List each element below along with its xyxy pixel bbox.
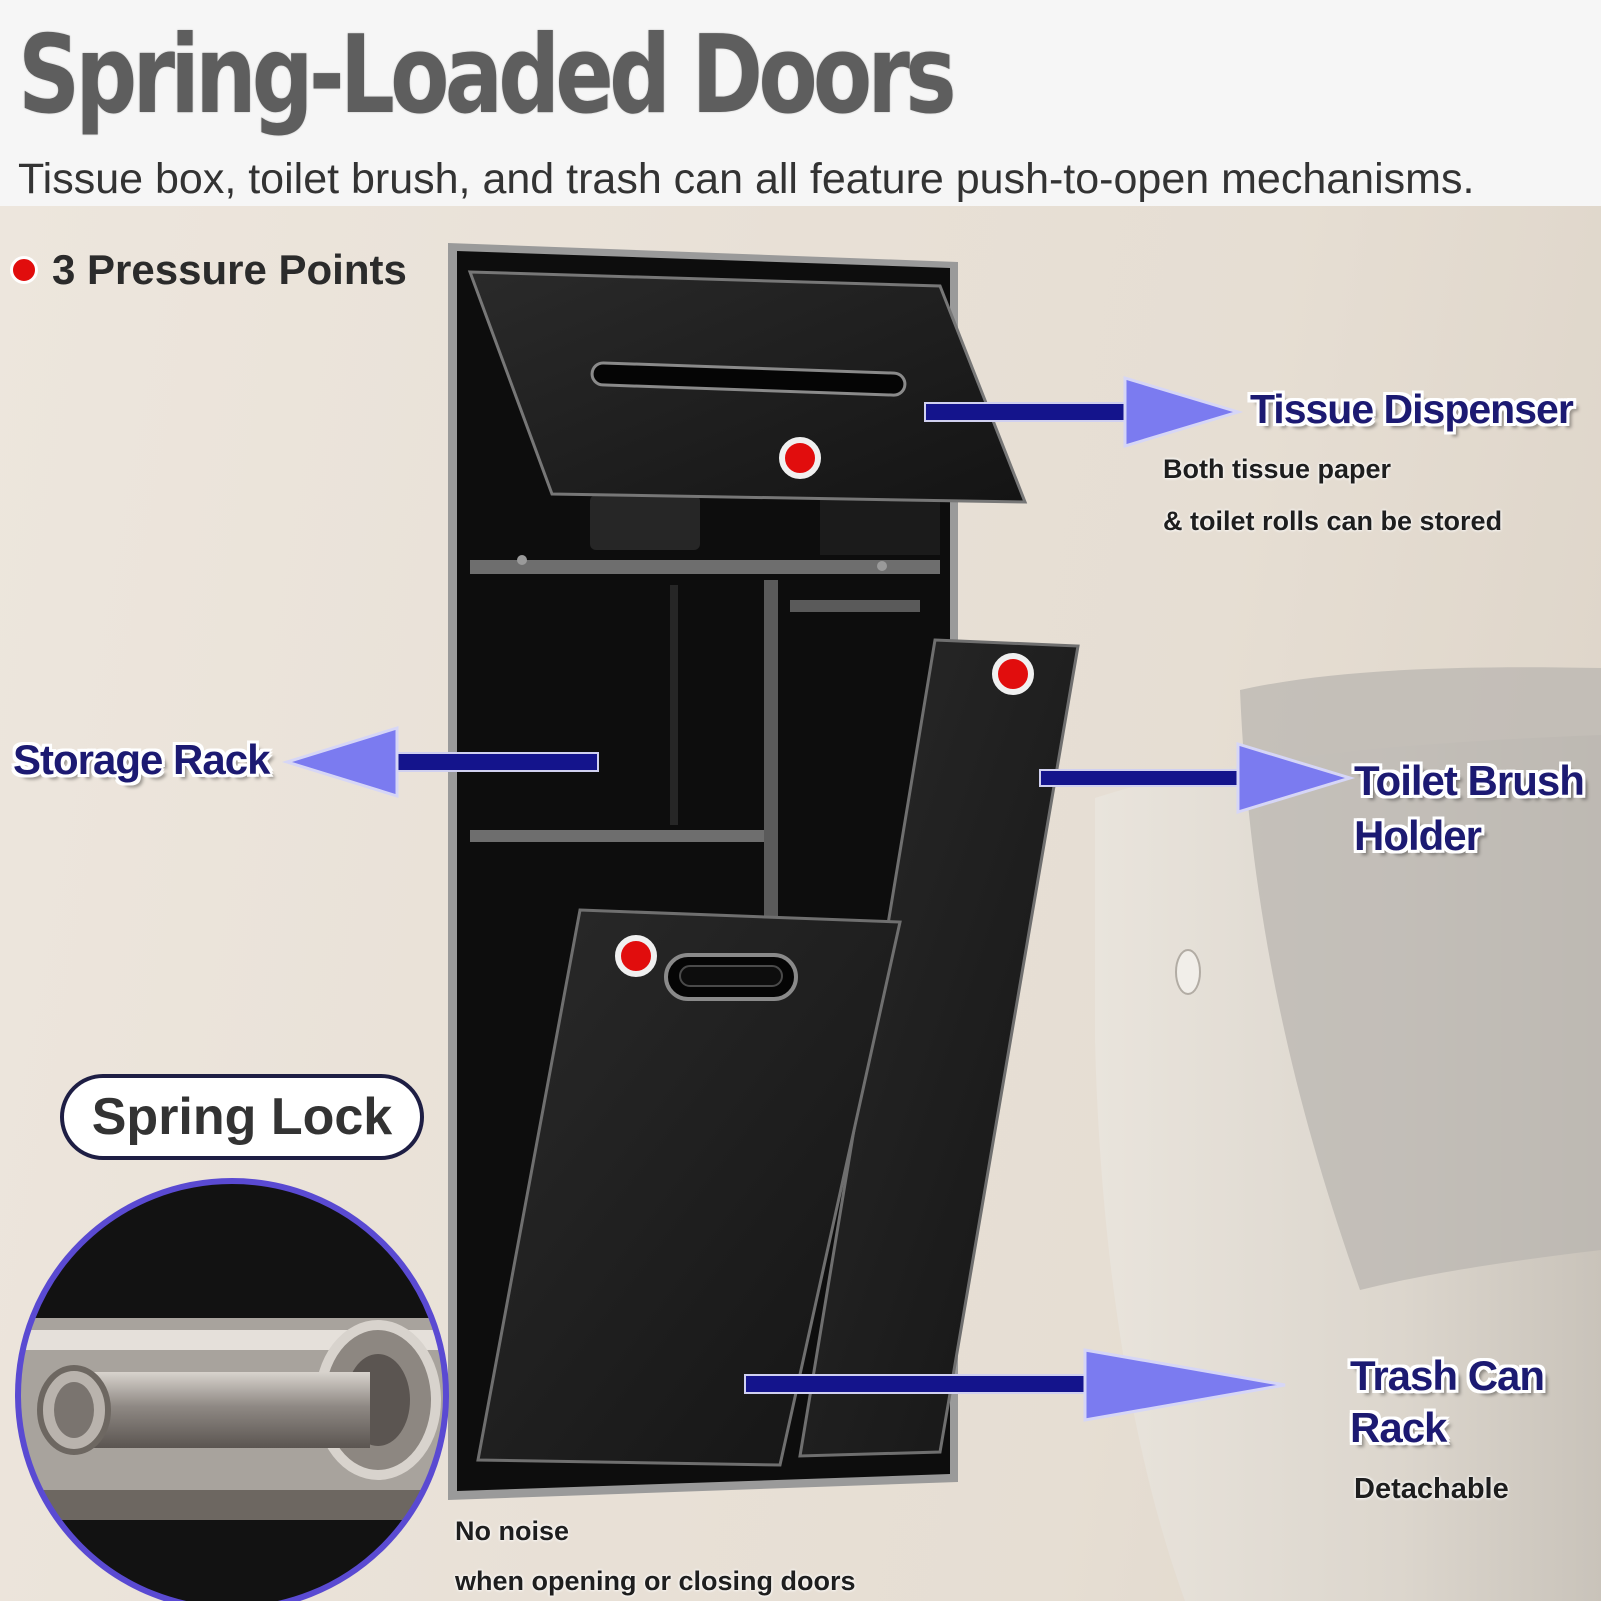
arrow-toilet-brush-holder xyxy=(1039,741,1356,815)
toilet-brush-holder-label-1: Toilet Brush xyxy=(1354,757,1585,804)
toilet-brush-door xyxy=(798,638,1080,1458)
header-banner: Spring-Loaded Doors Tissue box, toilet b… xyxy=(0,0,1601,206)
arrow-tissue-dispenser xyxy=(924,375,1244,449)
pressure-point-legend-dot xyxy=(10,256,38,284)
toilet-brush-holder-label-2: Holder xyxy=(1354,812,1482,859)
spring-lock-label: Spring Lock xyxy=(60,1074,424,1160)
tissue-dispenser-note-1: Both tissue paper xyxy=(1163,454,1392,484)
pressure-point-brush xyxy=(992,653,1034,695)
page-title: Spring-Loaded Doors xyxy=(18,13,957,138)
trash-can-rack-note: Detachable xyxy=(1354,1473,1509,1505)
pressure-points-label: 3 Pressure Points xyxy=(52,246,407,293)
arrow-trash-can-rack xyxy=(744,1348,1286,1422)
toilet-shape xyxy=(1095,667,1601,1601)
trash-can-rack-label-2: Rack xyxy=(1350,1404,1447,1451)
pressure-point-dots xyxy=(615,437,1034,977)
tissue-dispenser-note-2: & toilet rolls can be stored xyxy=(1163,506,1503,536)
trash-can-door xyxy=(476,908,902,1467)
pressure-point-trash xyxy=(615,935,657,977)
spring-lock-note-2: when opening or closing doors xyxy=(455,1566,856,1596)
tissue-dispenser-door xyxy=(467,270,1028,504)
arrow-storage-rack xyxy=(281,725,599,799)
storage-rack-label: Storage Rack xyxy=(13,736,270,783)
spring-lock-note-1: No noise xyxy=(455,1516,570,1546)
trash-can-rack-label-1: Trash Can xyxy=(1350,1352,1545,1399)
pressure-point-tissue xyxy=(779,437,821,479)
spring-lock-zoom-lens xyxy=(15,1178,449,1601)
tissue-dispenser-label: Tissue Dispenser xyxy=(1250,386,1574,432)
page-subtitle: Tissue box, toilet brush, and trash can … xyxy=(18,155,1475,203)
